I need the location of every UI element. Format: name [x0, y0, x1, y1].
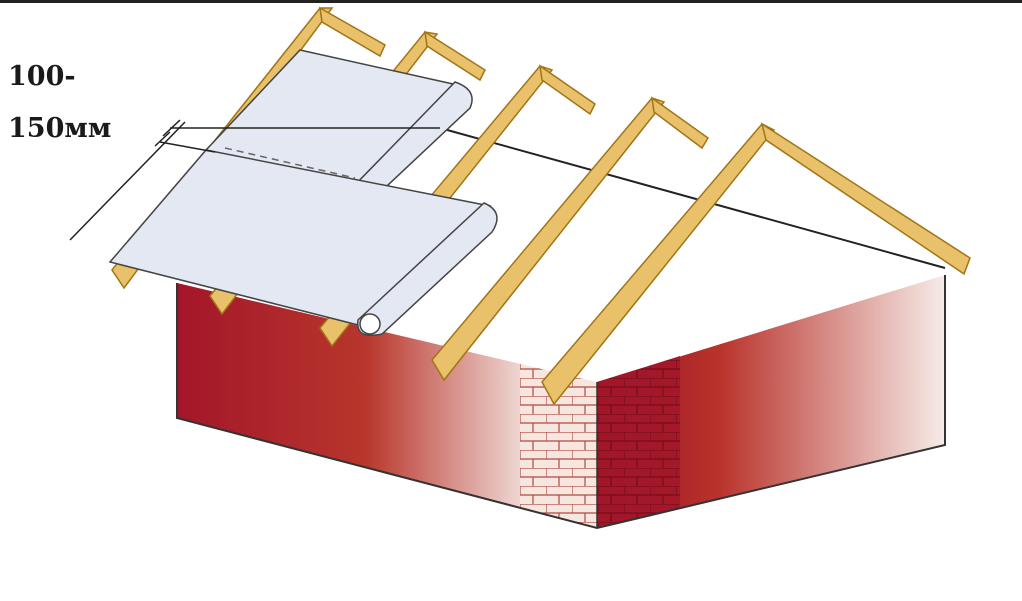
gable-line — [439, 127, 946, 269]
membrane-lower-sheet — [108, 149, 492, 329]
left-wall — [177, 283, 597, 528]
rafter-5 — [541, 123, 776, 406]
corner-bricks-left — [520, 364, 597, 528]
rafter-4-back — [651, 96, 709, 150]
rafter-1-back — [319, 6, 386, 58]
membrane-lower-roll — [356, 202, 498, 337]
overlap-dimension — [69, 119, 440, 241]
rafter-4 — [431, 97, 666, 382]
top-border — [0, 0, 1022, 3]
dimension-label-line2: 150мм — [8, 113, 112, 144]
rafter-2-back — [424, 30, 486, 82]
membrane — [108, 49, 498, 337]
rafter-5-back — [760, 122, 971, 276]
corner-bricks-right — [597, 356, 680, 528]
rafter-3-back — [539, 64, 596, 116]
dimension-label-line1: 100- — [8, 61, 76, 92]
